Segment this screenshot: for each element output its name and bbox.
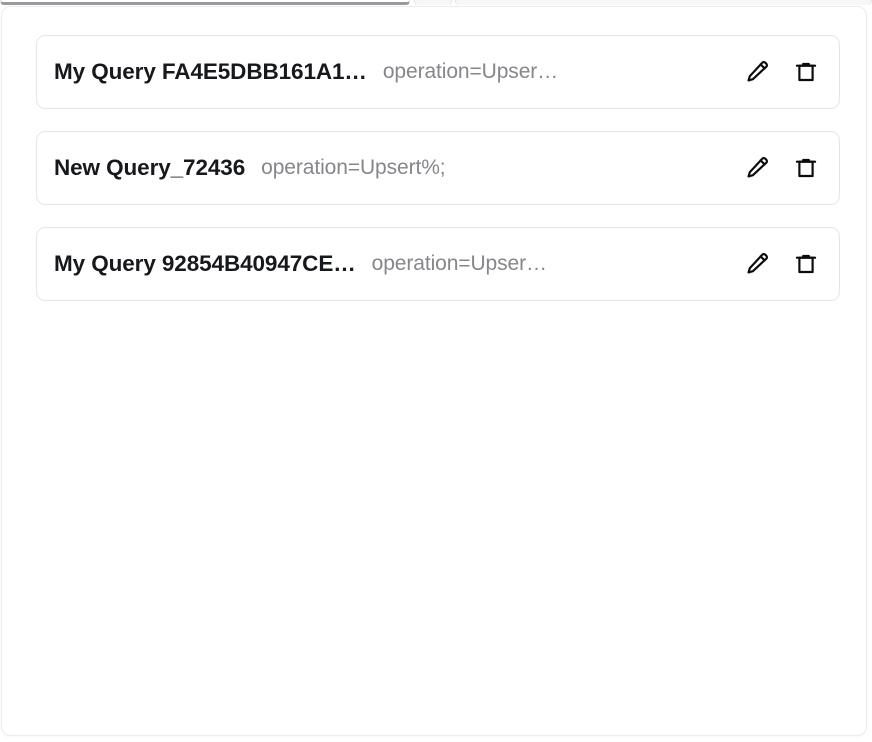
tab-strip: [0, 0, 872, 5]
query-title: New Query_72436: [54, 155, 246, 180]
tab-stub-2[interactable]: [414, 0, 452, 5]
edit-icon[interactable]: [742, 57, 772, 87]
query-card[interactable]: New Query_72436 operation=Upsert%;: [36, 131, 840, 205]
query-actions: [742, 249, 821, 279]
edit-icon[interactable]: [742, 249, 772, 279]
query-title: My Query FA4E5DBB161A1…: [54, 59, 367, 84]
tab-stub-3[interactable]: [455, 0, 872, 5]
tab-stub-1[interactable]: [0, 0, 410, 5]
query-list-panel: My Query FA4E5DBB161A1… operation=Upser… N…: [1, 6, 867, 736]
trash-icon[interactable]: [791, 153, 821, 183]
query-actions: [742, 153, 821, 183]
query-card[interactable]: My Query 92854B40947CE… operation=Upser…: [36, 227, 840, 301]
query-subtitle: operation=Upser…: [382, 60, 559, 83]
query-title: My Query 92854B40947CE…: [54, 251, 356, 276]
trash-icon[interactable]: [791, 57, 821, 87]
query-subtitle: operation=Upsert%;: [261, 156, 446, 179]
query-list: My Query FA4E5DBB161A1… operation=Upser… N…: [36, 35, 840, 301]
query-subtitle: operation=Upser…: [371, 252, 547, 275]
query-card[interactable]: My Query FA4E5DBB161A1… operation=Upser…: [36, 35, 840, 109]
trash-icon[interactable]: [791, 249, 821, 279]
edit-icon[interactable]: [742, 153, 772, 183]
query-actions: [742, 57, 821, 87]
